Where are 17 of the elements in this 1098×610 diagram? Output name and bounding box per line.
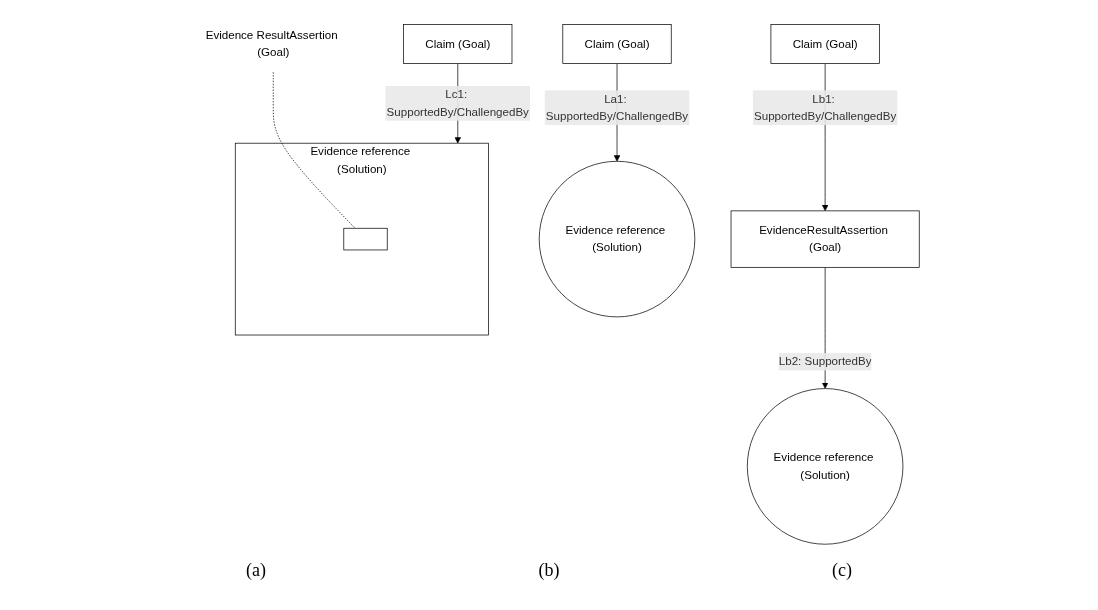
node-circle: Evidence reference (Solution) [746,388,904,545]
node-box: Claim (Goal) [403,24,513,64]
edge-label: Lc1: SupportedBy/ChallengedBy [386,88,529,118]
node-box: Claim (Goal) [562,24,672,64]
node-box [343,227,388,251]
node-box: Claim (Goal) [770,24,880,64]
node-text: Evidence ResultAssertion (Goal) [205,28,338,59]
edge-label: La1: SupportedBy/ChallengedBy [545,92,688,123]
connector [272,71,356,229]
node-circle: Evidence reference (Solution) [538,160,695,318]
panel-caption: (a) [246,560,266,582]
edge-label: Lb2: SupportedBy [778,355,872,368]
panel-caption: (b) [538,560,560,582]
panel-caption: (c) [831,560,852,582]
edge-label: Lb1: SupportedBy/ChallengedBy [753,92,897,123]
node-box: EvidenceResultAssertion (Goal) [730,210,920,268]
cluster: Evidence reference (Solution) [234,142,489,336]
